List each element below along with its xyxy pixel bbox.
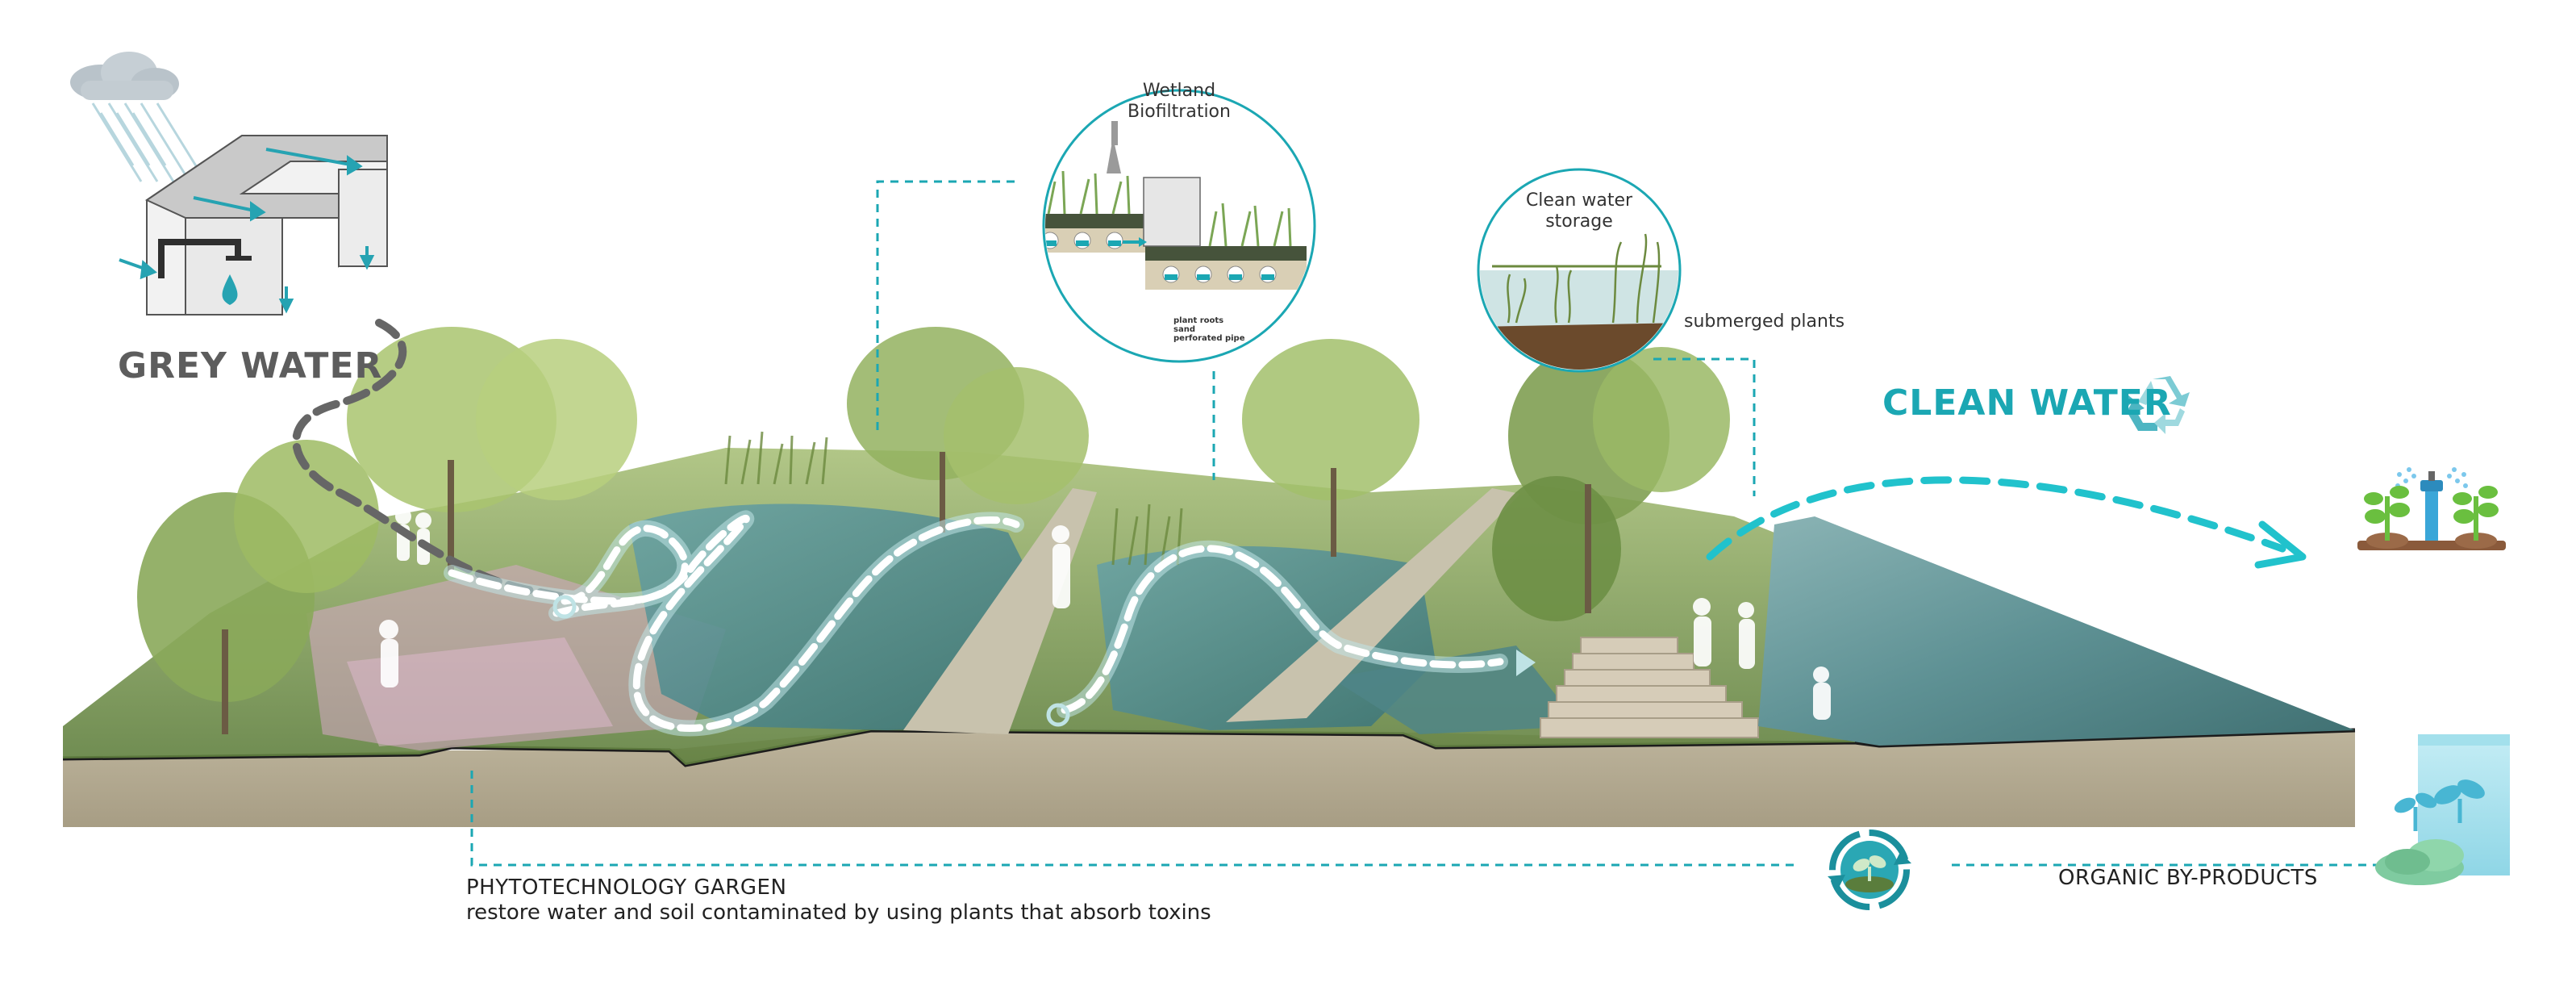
clean-water-label: CLEAN WATER [1882, 382, 2172, 424]
organic-fertilizer-bag-icon [2375, 734, 2510, 885]
wetland-biofiltration-callout: plant roots sand perforated pipe [992, 90, 1315, 361]
layer-label-pipe: perforated pipe [1173, 334, 1245, 343]
submerged-plants-label: submerged plants [1684, 311, 1844, 332]
rain-cloud-icon [70, 52, 206, 182]
phytotechnology-description: restore water and soil contaminated by u… [466, 901, 1211, 925]
layer-label-roots: plant roots [1173, 316, 1223, 325]
grey-water-label: GREY WATER [118, 345, 382, 387]
layer-label-sand: sand [1173, 325, 1195, 334]
grey-water-building-icon [70, 52, 387, 315]
phytotechnology-title: PHYTOTECHNOLOGY GARGEN [466, 875, 786, 900]
wetland-title-line1: Wetland [1139, 81, 1219, 102]
storage-title-line2: storage [1507, 211, 1652, 232]
storage-title-line1: Clean water [1507, 190, 1652, 211]
organic-byproducts-label: ORGANIC BY-PRODUCTS [2058, 866, 2318, 890]
sprinkler-plants-icon [2357, 467, 2506, 550]
cycle-arrows-icon [1828, 833, 1911, 907]
wetland-title-line2: Biofiltration [1107, 102, 1252, 123]
